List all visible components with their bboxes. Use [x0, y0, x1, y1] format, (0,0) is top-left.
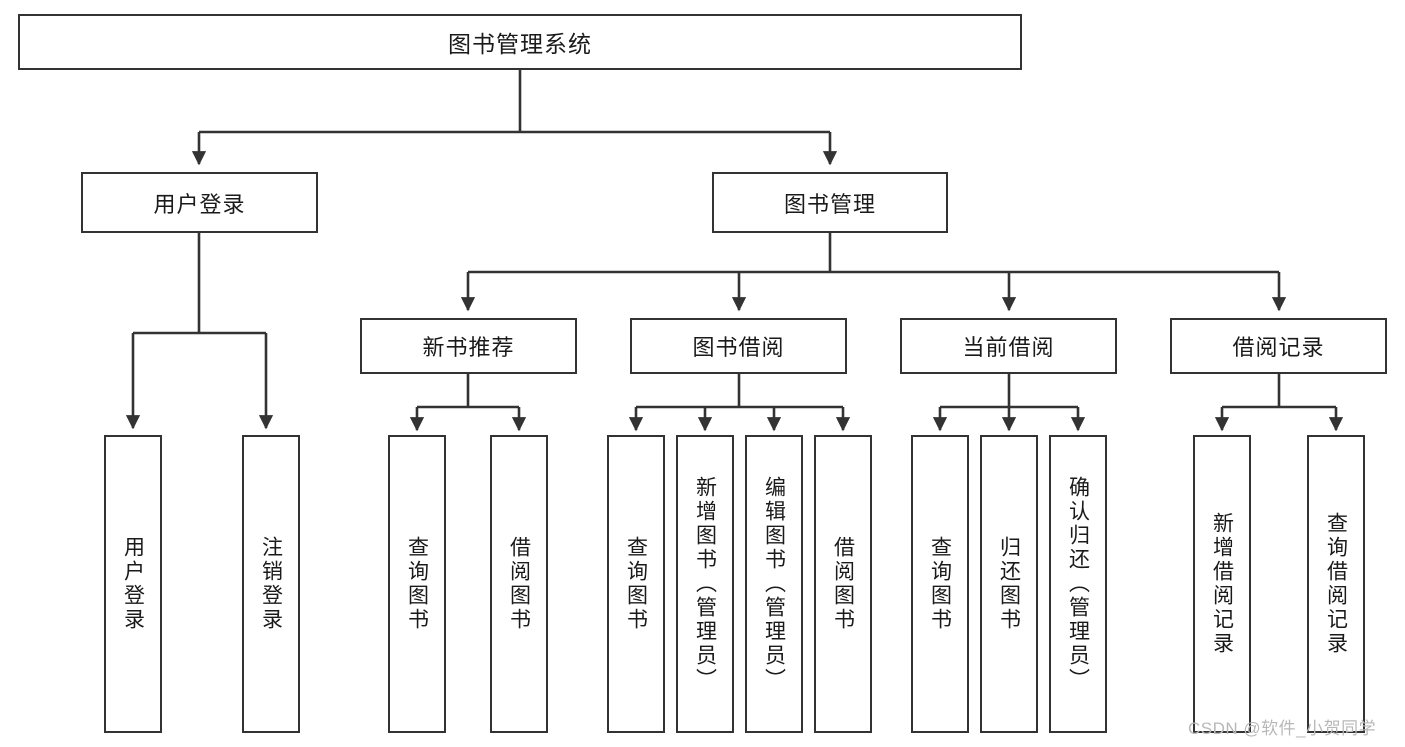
- leaf-return-book[interactable]: 归还图书: [980, 435, 1038, 733]
- node-book-borrow[interactable]: 图书借阅: [630, 318, 847, 374]
- leaf-user-logout[interactable]: 注销登录: [242, 435, 300, 733]
- node-label: 图书管理系统: [448, 31, 592, 57]
- node-label: 新书推荐: [422, 335, 515, 360]
- node-book-management[interactable]: 图书管理: [712, 172, 948, 233]
- leaf-confirm-return[interactable]: 确认归还（管理员）: [1049, 435, 1107, 733]
- leaf-borrow-book-1[interactable]: 借阅图书: [490, 435, 548, 733]
- node-label: 用户登录: [153, 191, 246, 217]
- leaf-query-book-2[interactable]: 查询图书: [607, 435, 665, 733]
- node-label: 借阅图书: [831, 536, 855, 632]
- leaf-query-book-1[interactable]: 查询图书: [388, 435, 446, 733]
- leaf-query-record[interactable]: 查询借阅记录: [1307, 435, 1365, 733]
- node-label: 注销登录: [259, 536, 283, 632]
- node-label: 新增图书（管理员）: [693, 476, 717, 692]
- node-new-book-recommend[interactable]: 新书推荐: [360, 318, 577, 374]
- node-label: 当前借阅: [962, 335, 1055, 360]
- node-label: 确认归还（管理员）: [1066, 476, 1090, 692]
- leaf-user-login[interactable]: 用户登录: [104, 435, 162, 733]
- node-label: 借阅图书: [507, 536, 531, 632]
- node-label: 新增借阅记录: [1210, 512, 1234, 656]
- leaf-add-book[interactable]: 新增图书（管理员）: [676, 435, 734, 733]
- node-label: 借阅记录: [1232, 335, 1325, 360]
- node-label: 图书借阅: [692, 335, 785, 360]
- node-root-system[interactable]: 图书管理系统: [18, 14, 1022, 70]
- watermark: CSDN @软件_小贺同学: [1188, 719, 1377, 738]
- node-label: 查询图书: [624, 536, 648, 632]
- node-label: 图书管理: [783, 191, 876, 217]
- node-borrow-record[interactable]: 借阅记录: [1170, 318, 1387, 374]
- node-current-borrow[interactable]: 当前借阅: [900, 318, 1117, 374]
- leaf-add-record[interactable]: 新增借阅记录: [1193, 435, 1251, 733]
- node-label: 编辑图书（管理员）: [762, 476, 786, 692]
- node-user-login[interactable]: 用户登录: [81, 172, 318, 233]
- node-label: 查询图书: [405, 536, 429, 632]
- leaf-query-book-3[interactable]: 查询图书: [911, 435, 969, 733]
- leaf-edit-book[interactable]: 编辑图书（管理员）: [745, 435, 803, 733]
- node-label: 查询借阅记录: [1324, 512, 1348, 656]
- leaf-borrow-book-2[interactable]: 借阅图书: [814, 435, 872, 733]
- node-label: 归还图书: [997, 536, 1021, 632]
- node-label: 查询图书: [928, 536, 952, 632]
- node-label: 用户登录: [121, 536, 145, 632]
